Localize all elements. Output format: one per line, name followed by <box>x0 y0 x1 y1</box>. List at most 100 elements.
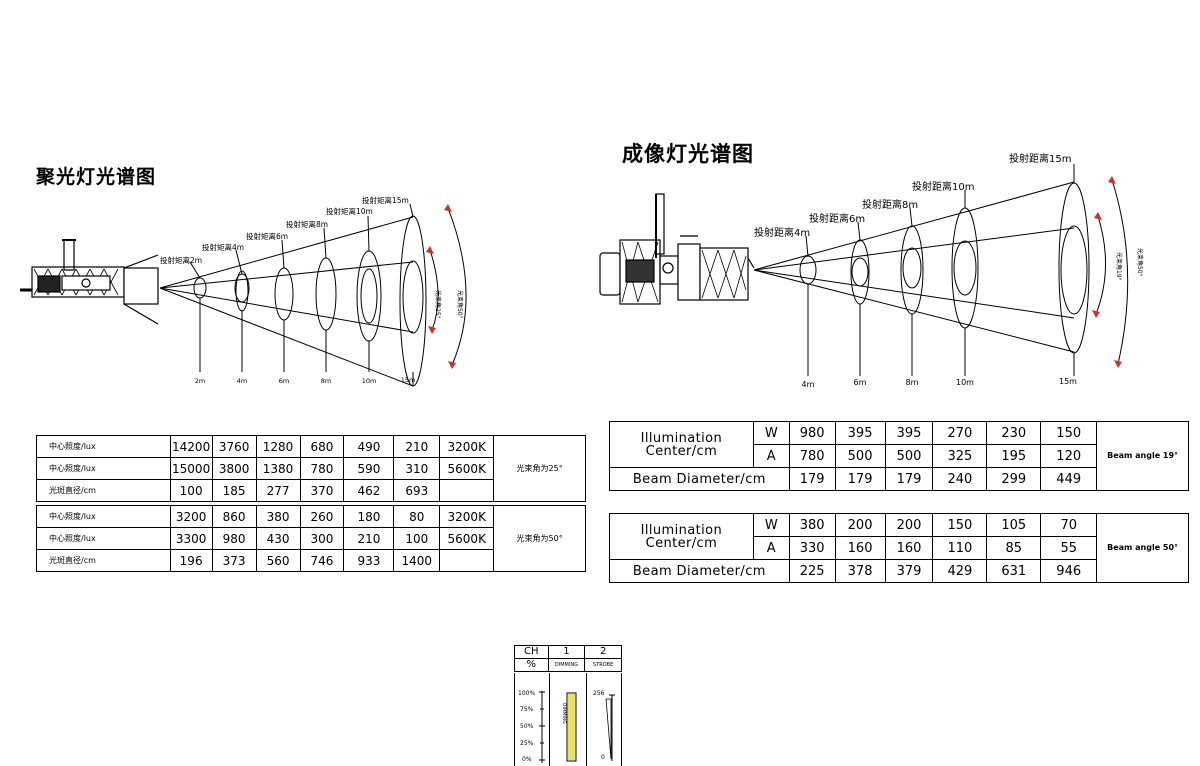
table-cell: 120 <box>1040 444 1098 468</box>
dmx-sub-percent: % <box>514 658 549 672</box>
table-cell: 150 <box>1040 421 1098 445</box>
table-cell: 210 <box>343 527 395 550</box>
row-label: 中心照度/lux <box>36 527 171 550</box>
axis-label-15m: 15m <box>401 376 416 384</box>
table-cell: 100 <box>393 527 441 550</box>
color-temp-cell: 3200K <box>439 435 495 458</box>
distance-label-8m: 投射矩离8m <box>286 219 328 229</box>
spot-diagram-title: 聚光灯光谱图 <box>36 166 157 188</box>
table-cell: 449 <box>1040 467 1098 491</box>
table-cell: 378 <box>834 559 886 583</box>
table-row: Illumination Center/cm W 980 395 395 270… <box>609 421 1189 491</box>
diameter-label: Beam Diameter/cm <box>609 467 790 491</box>
table-cell: 210 <box>393 435 441 458</box>
table-cell: 500 <box>884 444 934 468</box>
table-cell: 160 <box>834 536 886 560</box>
table-row: A 330 160 160 110 85 55 <box>610 536 1189 560</box>
distance-label-r-10m: 投射距离10m <box>912 180 974 193</box>
table-cell: 1280 <box>255 435 301 458</box>
table-cell: 85 <box>986 536 1042 560</box>
table-cell: 300 <box>299 527 345 550</box>
imaging-beam-diagram: 光束角19° 光束角50° 投射距离4m 投射距离6m 投射距离8m 投射距离1… <box>599 152 1144 389</box>
table-cell: 379 <box>884 559 934 583</box>
table-cell: 277 <box>255 479 301 502</box>
axis-label-r-15m: 15m <box>1059 377 1077 386</box>
table-cell: 105 <box>986 513 1042 537</box>
table-cell: 490 <box>343 435 395 458</box>
distance-label-6m: 投射矩离6m <box>246 231 288 241</box>
distance-label-r-15m: 投射距离15m <box>1009 152 1071 165</box>
row-label: 光斑直径/cm <box>36 479 171 502</box>
axis-label-r-8m: 8m <box>906 378 919 387</box>
table-row: Illumination Center/cm W 380 200 200 150… <box>609 513 1189 583</box>
table-cell: 14200 <box>169 435 213 458</box>
table-cell: 200 <box>884 513 934 537</box>
color-temp-cell <box>439 549 495 572</box>
dmx-sub-strobe: STROBE <box>584 658 622 672</box>
table-cell: 946 <box>1040 559 1098 583</box>
table-cell: 631 <box>986 559 1042 583</box>
table-cell: 80 <box>393 505 441 528</box>
table-cell: 260 <box>299 505 345 528</box>
table-cell: 185 <box>211 479 257 502</box>
table-cell: 110 <box>932 536 988 560</box>
profile-light-fixture-icon <box>599 193 755 305</box>
distance-label-2m: 投射矩离2m <box>160 255 202 265</box>
axis-label-r-4m: 4m <box>802 380 815 389</box>
distance-label-15m: 投射矩离15m <box>362 195 409 205</box>
table-cell: 100 <box>169 479 213 502</box>
color-temp-cell: 5600K <box>439 527 495 550</box>
table-cell: 1380 <box>255 457 301 480</box>
table-cell: 500 <box>834 444 886 468</box>
illumination-label: Illumination Center/cm <box>609 513 754 560</box>
color-temp-cell: 3200K <box>439 505 495 528</box>
table-cell: 3200 <box>169 505 213 528</box>
distance-label-10m: 投射矩离10m <box>326 206 373 216</box>
row-key: W <box>752 421 790 445</box>
axis-label-10m: 10m <box>362 377 377 385</box>
beam-angle-cell: Beam angle 50° <box>1096 513 1189 583</box>
table-cell: 330 <box>788 536 836 560</box>
table-row: 中心照度/lux 14200 3760 1280 680 490 210 320… <box>36 435 586 502</box>
table-cell: 680 <box>299 435 345 458</box>
table-cell: 395 <box>834 421 886 445</box>
beam-angle-cell: Beam angle 19° <box>1096 421 1189 491</box>
table-cell: 195 <box>986 444 1042 468</box>
table-cell: 933 <box>343 549 395 572</box>
table-cell: 860 <box>211 505 257 528</box>
tick-25: 25% <box>520 740 534 747</box>
dmx-header-1: 1 <box>547 645 586 659</box>
table-cell: 325 <box>932 444 988 468</box>
table-cell: 430 <box>255 527 301 550</box>
axis-label-4m: 4m <box>237 377 247 385</box>
dmx-header-2: 2 <box>584 645 622 659</box>
diameter-label: Beam Diameter/cm <box>609 559 790 583</box>
distance-label-r-6m: 投射距离6m <box>809 212 865 225</box>
distance-label-r-4m: 投射距离4m <box>754 226 810 239</box>
beam-angle-label-outer-r: 光束角50° <box>1136 248 1144 277</box>
table-cell: 395 <box>884 421 934 445</box>
table-cell: 270 <box>932 421 988 445</box>
table-cell: 225 <box>788 559 836 583</box>
dmx-channel-table: CH 1 2 % DIMMING STROBE <box>514 645 622 672</box>
table-row: Beam Diameter/cm 225 378 379 429 631 946 <box>609 559 1189 583</box>
table-cell: 179 <box>834 467 886 491</box>
table-cell: 160 <box>884 536 934 560</box>
table-cell: 310 <box>393 457 441 480</box>
imaging-diagram-title: 成像灯光谱图 <box>622 142 754 166</box>
table-cell: 179 <box>788 467 836 491</box>
table-cell: 590 <box>343 457 395 480</box>
table-cell: 299 <box>986 467 1042 491</box>
strobe-wedge <box>605 698 612 760</box>
table-cell: 370 <box>299 479 345 502</box>
spot-beam-diagram: 光束角25° 光束角50° 投射矩离2m 投射矩离4m 投射矩离6m 投射矩离8… <box>20 195 467 387</box>
dmx-sub-dimming: DIMMING <box>547 658 586 672</box>
strobe-top-label: 256 <box>593 690 605 697</box>
illumination-label: Illumination Center/cm <box>609 421 754 468</box>
axis-label-8m: 8m <box>321 377 331 385</box>
table-cell: 462 <box>343 479 395 502</box>
row-label: 中心照度/lux <box>36 505 171 528</box>
table-cell: 180 <box>343 505 395 528</box>
row-label: 中心照度/lux <box>36 435 171 458</box>
tick-0: 0% <box>522 756 532 763</box>
